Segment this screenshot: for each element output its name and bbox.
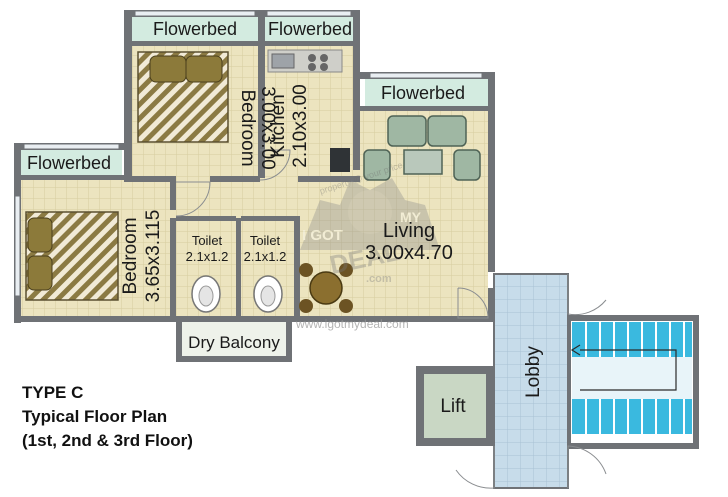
windows bbox=[14, 10, 483, 297]
toilet-fixtures bbox=[191, 275, 283, 313]
living-sofa-set bbox=[363, 115, 481, 181]
kitchen-counter bbox=[267, 49, 350, 172]
flowerbed-left-area bbox=[20, 148, 122, 178]
living-size: 3.00x4.70 bbox=[365, 242, 453, 264]
lobby-area bbox=[493, 273, 569, 489]
lift-label: Lift bbox=[440, 396, 466, 417]
watermark-line1: I GOT bbox=[302, 227, 343, 244]
living-name: Living bbox=[383, 220, 435, 242]
flowerbed-left-label: Flowerbed bbox=[27, 153, 111, 173]
kitchen-size: 2.10x3.00 bbox=[290, 84, 311, 167]
lobby-label: Lobby bbox=[523, 346, 544, 398]
dining-set bbox=[299, 263, 353, 313]
toilet2-name: Toilet bbox=[250, 233, 281, 248]
plan-caption: TYPE C Typical Floor Plan (1st, 2nd & 3r… bbox=[22, 381, 193, 453]
flowerbed-top-left-label: Flowerbed bbox=[153, 19, 237, 39]
bedroom1-size: 3.00x3.00 bbox=[257, 86, 278, 169]
toilet1-size: 2.1x1.2 bbox=[186, 249, 229, 264]
staircase bbox=[570, 322, 692, 434]
kitchen-name: Kitchen bbox=[268, 94, 289, 157]
lift-car bbox=[424, 374, 486, 438]
toilet1-name: Toilet bbox=[192, 233, 223, 248]
bedroom2-size: 3.65x3.115 bbox=[143, 210, 164, 303]
watermark-url: www.igotmydeal.com bbox=[295, 317, 409, 331]
watermark-line2: MY bbox=[400, 209, 422, 225]
bedroom2-name: Bedroom bbox=[120, 217, 141, 294]
flowerbed-living-area bbox=[365, 78, 488, 108]
dry-balcony-area bbox=[180, 320, 288, 360]
flowerbed-top-right-label: Flowerbed bbox=[268, 19, 352, 39]
flowerbed-living-label: Flowerbed bbox=[381, 83, 465, 103]
door-swings bbox=[175, 149, 489, 319]
caption-type: TYPE C bbox=[22, 383, 84, 402]
lobby-door-swings bbox=[455, 274, 607, 489]
bedroom2-bed bbox=[25, 211, 119, 301]
bedroom1-name: Bedroom bbox=[237, 89, 258, 166]
flowerbed-top-right-area bbox=[265, 15, 357, 43]
passage-floor bbox=[170, 178, 360, 218]
watermark-line4: .com bbox=[366, 273, 392, 285]
caption-floors: (1st, 2nd & 3rd Floor) bbox=[22, 431, 193, 450]
bedroom1-bed bbox=[137, 51, 229, 143]
flowerbed-top-left-area bbox=[131, 15, 259, 43]
caption-plan: Typical Floor Plan bbox=[22, 407, 168, 426]
dry-balcony-label: Dry Balcony bbox=[188, 333, 280, 352]
toilet2-size: 2.1x1.2 bbox=[244, 249, 287, 264]
